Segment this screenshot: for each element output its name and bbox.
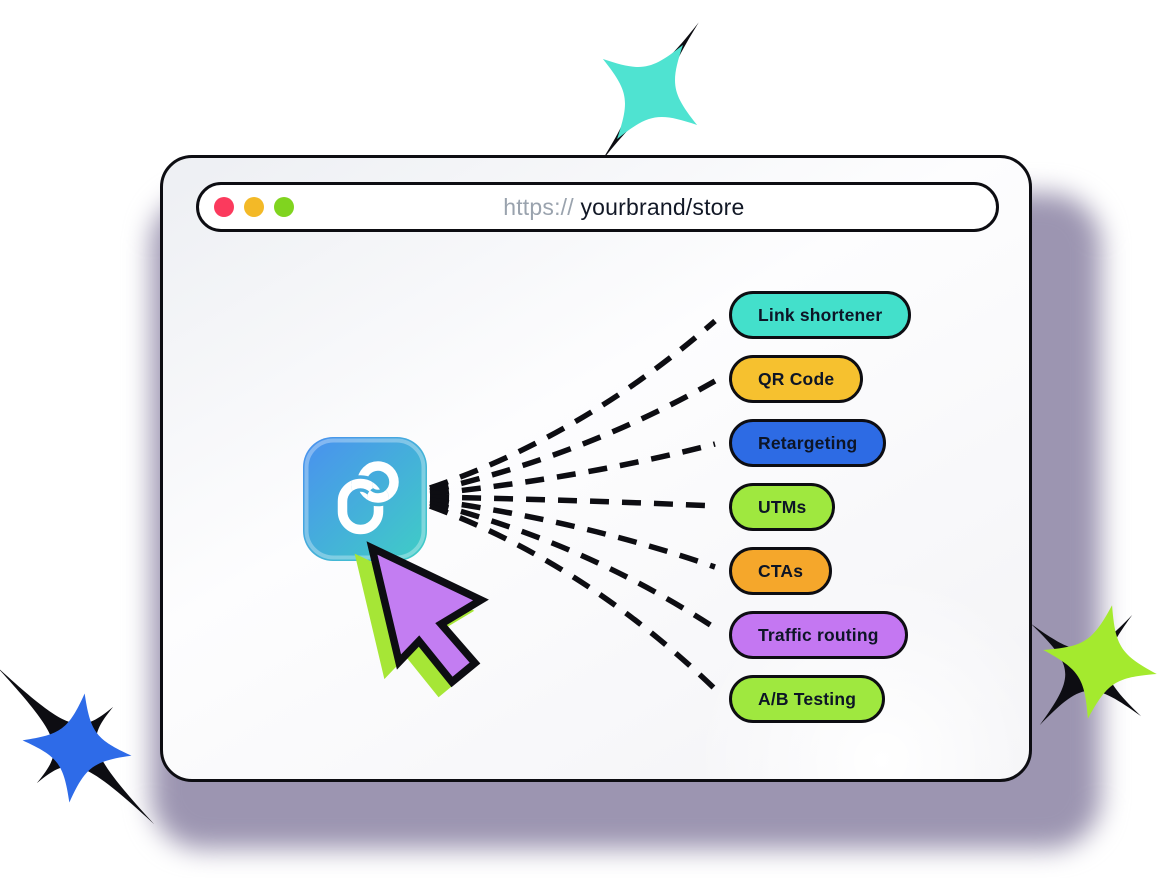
window-traffic-dots [214,197,294,217]
feature-pill-retargeting: Retargeting [729,419,887,467]
cursor-icon [354,541,489,698]
feature-pills: Link shortener QR Code Retargeting UTMs … [729,291,912,723]
connector-line [429,500,717,631]
feature-pill-qr-code: QR Code [729,355,864,403]
cursor-accent-outline [354,553,475,698]
browser-window: https:// yourbrand/store [160,155,1032,782]
cursor-arrow [366,541,489,688]
interlocked-rings-icon [337,461,399,535]
connector-line [429,441,716,497]
link-app-icon[interactable] [303,437,427,561]
sparkle-blue-icon [22,693,132,803]
url-scheme: https:// [503,193,581,220]
url-path: yourbrand/store [580,193,745,220]
feature-pill-ab-testing: A/B Testing [729,675,886,723]
feature-pill-ctas: CTAs [729,547,833,595]
connector-line [429,318,717,491]
connector-line [429,378,717,494]
minimize-dot[interactable] [244,197,264,217]
sparkle-teal-icon [602,44,698,140]
connector-line [429,497,716,570]
address-bar[interactable]: https:// yourbrand/store [196,182,999,232]
feature-pill-traffic-routing: Traffic routing [729,611,908,659]
url-text[interactable]: https:// yourbrand/store [450,167,744,248]
connector-line [429,503,717,691]
feature-pill-link-shortener: Link shortener [729,291,912,339]
icon-background [303,437,427,561]
maximize-dot[interactable] [274,197,294,217]
feature-pill-utms: UTMs [729,483,836,531]
connector-line [429,494,716,509]
close-dot[interactable] [214,197,234,217]
